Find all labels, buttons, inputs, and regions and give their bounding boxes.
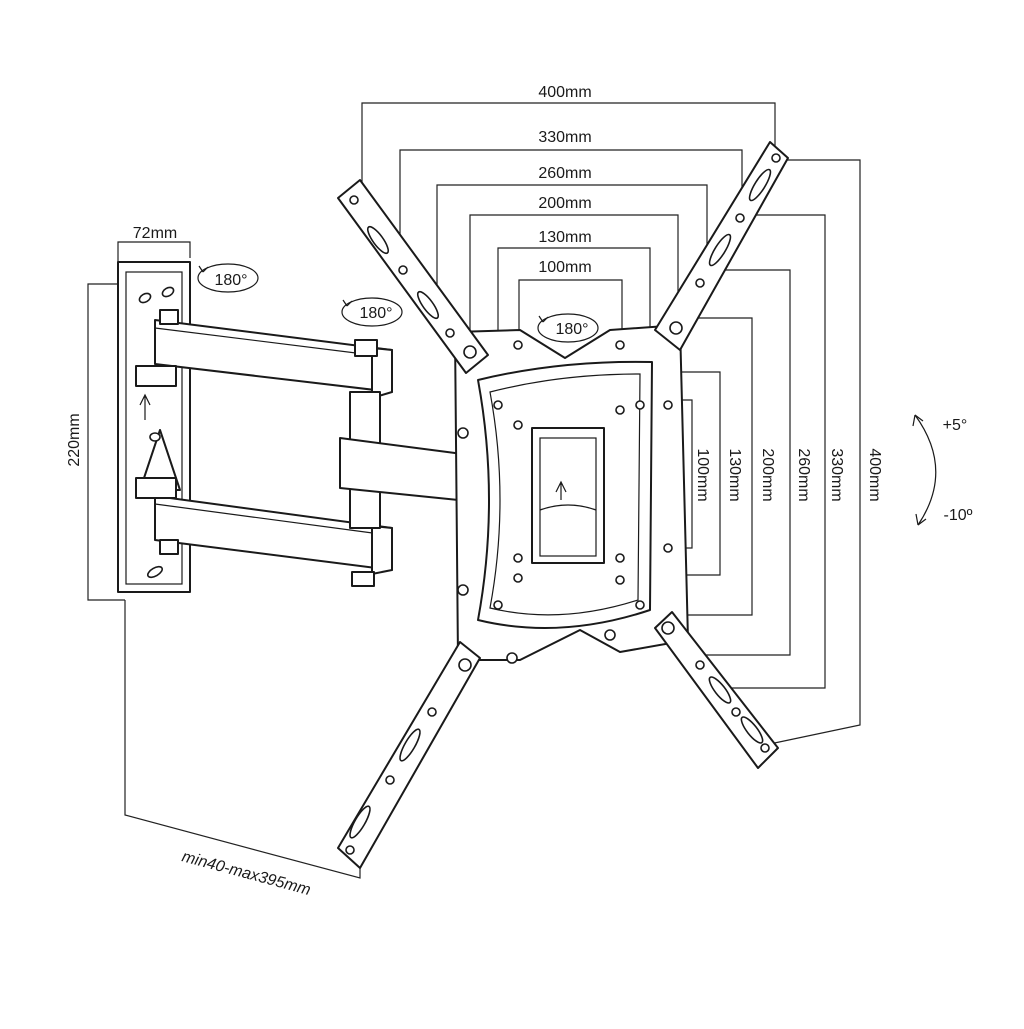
vdim-260-label: 260mm bbox=[795, 448, 812, 501]
vesa-arm-top-right bbox=[654, 141, 789, 351]
horizontal-dimension-labels: 400mm 330mm 260mm 200mm 130mm 100mm bbox=[538, 84, 591, 276]
swivel-indicator-plate: 180° bbox=[537, 313, 599, 343]
extension-dimension-line bbox=[124, 600, 361, 879]
wall-plate-width-label: 72mm bbox=[133, 225, 177, 242]
tilt-indicator: +5° -10º bbox=[912, 414, 973, 526]
tilt-down-label: -10º bbox=[944, 507, 973, 524]
dim-200-label: 200mm bbox=[538, 195, 591, 212]
dim-260-label: 260mm bbox=[538, 165, 591, 182]
swing-arm-lower bbox=[154, 495, 393, 587]
vesa-arm-bottom-left bbox=[337, 641, 481, 869]
dim-400-label: 400mm bbox=[538, 84, 591, 101]
vertical-dimension-lines bbox=[645, 159, 861, 746]
vdim-100-label: 100mm bbox=[694, 448, 711, 501]
wall-plate-height-label: 220mm bbox=[66, 413, 83, 466]
swivel-indicator-arm: 180° bbox=[341, 297, 403, 327]
wall-plate-brackets bbox=[135, 365, 177, 499]
back-plate-holes bbox=[457, 340, 673, 664]
swivel-arm-label: 180° bbox=[359, 305, 392, 322]
tilt-up-label: +5° bbox=[943, 417, 968, 434]
swivel-wall-label: 180° bbox=[214, 272, 247, 289]
vesa-arm-bottom-right bbox=[654, 611, 779, 769]
extension-label: min40-max395mm bbox=[180, 848, 312, 899]
horizontal-dimension-lines bbox=[361, 102, 776, 345]
vdim-200-label: 200mm bbox=[759, 448, 776, 501]
tv-back-plate bbox=[454, 324, 689, 661]
dim-100-label: 100mm bbox=[538, 259, 591, 276]
dim-130-label: 130mm bbox=[538, 229, 591, 246]
vdim-400-label: 400mm bbox=[866, 448, 883, 501]
vertical-dimension-labels: 100mm 130mm 200mm 260mm 330mm 400mm bbox=[694, 448, 883, 501]
vesa-arm-top-left bbox=[337, 179, 489, 374]
swivel-indicator-wall: 180° bbox=[197, 263, 259, 293]
swing-arm-upper bbox=[154, 309, 393, 399]
vdim-130-label: 130mm bbox=[726, 448, 743, 501]
swivel-plate-label: 180° bbox=[555, 321, 588, 338]
dim-330-label: 330mm bbox=[538, 129, 591, 146]
wall-plate-dimension-lines bbox=[87, 241, 191, 601]
vdim-330-label: 330mm bbox=[828, 448, 845, 501]
